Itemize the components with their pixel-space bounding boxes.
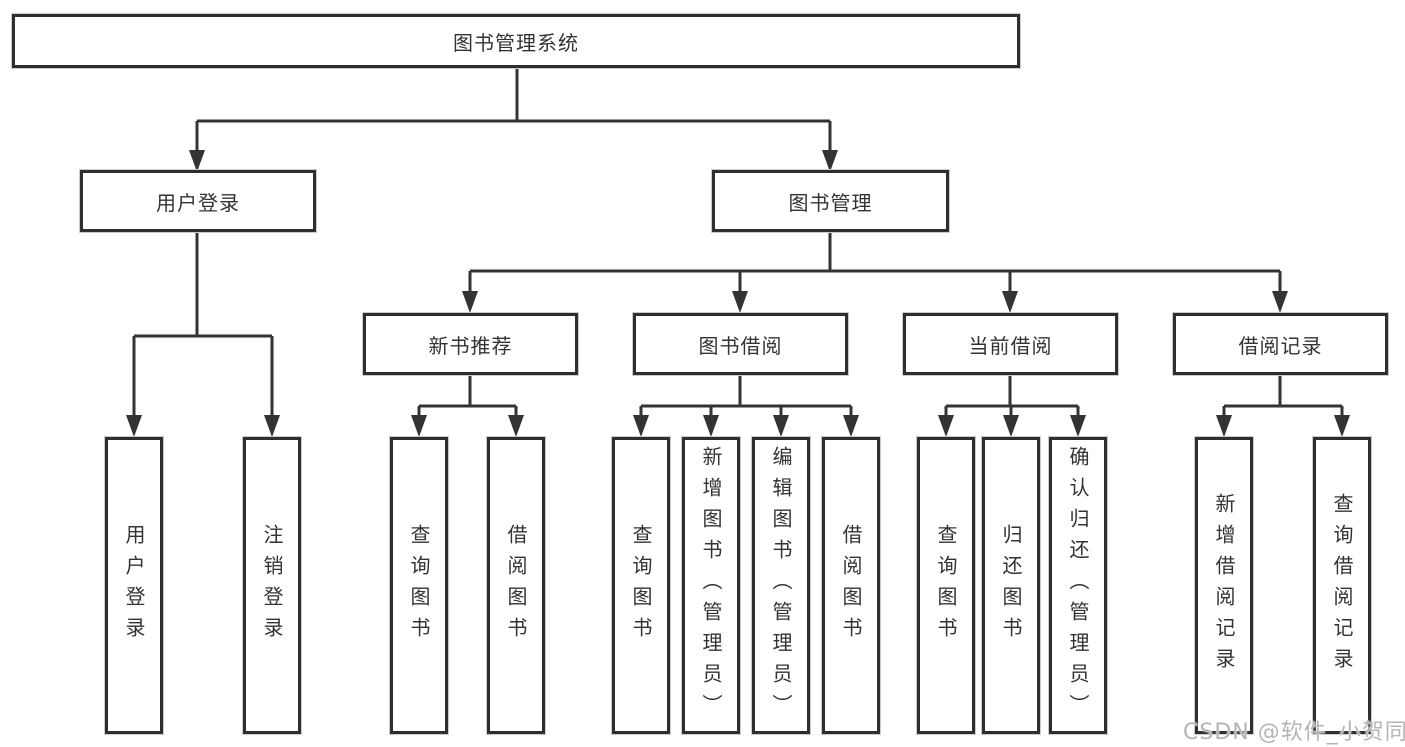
leaf-query-books-current: 查询图书 [917,437,975,734]
node-new-book-recommendation-label: 新书推荐 [428,333,513,358]
leaf-edit-book-admin-label: 编辑图书（管理员） [769,446,793,725]
leaf-add-book-admin-label: 新增图书（管理员） [699,446,723,725]
leaf-add-borrow-record: 新增借阅记录 [1195,437,1253,734]
leaf-logout: 注销登录 [243,437,301,734]
leaf-user-login: 用户登录 [105,437,163,734]
node-new-book-recommendation: 新书推荐 [363,313,578,375]
leaf-borrow-books-borrowing-label: 借阅图书 [839,523,863,648]
node-borrowing-records: 借阅记录 [1173,313,1388,375]
leaf-borrow-books-borrowing: 借阅图书 [822,437,880,734]
leaf-borrow-books-recommend-label: 借阅图书 [504,523,528,648]
leaf-confirm-return-admin: 确认归还（管理员） [1049,437,1107,734]
leaf-add-borrow-record-label: 新增借阅记录 [1212,492,1236,679]
leaf-user-login-label: 用户登录 [122,523,146,648]
leaf-query-books-borrowing-label: 查询图书 [629,523,653,648]
leaf-query-books-recommend-label: 查询图书 [407,523,431,648]
node-root-label: 图书管理系统 [453,30,579,55]
leaf-add-book-admin: 新增图书（管理员） [682,437,740,734]
leaf-edit-book-admin: 编辑图书（管理员） [752,437,810,734]
node-borrowing-records-label: 借阅记录 [1238,333,1323,358]
node-book-management-label: 图书管理 [788,190,873,215]
node-book-borrowing-label: 图书借阅 [698,333,783,358]
csdn-watermark: CSDN @软件_小贺同学 [1183,720,1405,745]
leaf-return-books-label: 归还图书 [999,523,1023,648]
node-user-login-label: 用户登录 [156,190,240,215]
leaf-borrow-books-recommend: 借阅图书 [487,437,545,734]
connector-path [132,68,1344,420]
leaf-query-borrow-record-label: 查询借阅记录 [1330,492,1354,679]
node-current-borrowing-label: 当前借阅 [968,333,1053,358]
node-user-login: 用户登录 [80,170,316,232]
leaf-logout-label: 注销登录 [260,523,284,648]
node-current-borrowing: 当前借阅 [903,313,1118,375]
node-book-borrowing: 图书借阅 [633,313,848,375]
leaf-confirm-return-admin-label: 确认归还（管理员） [1066,446,1090,725]
leaf-query-borrow-record: 查询借阅记录 [1313,437,1371,734]
leaf-query-books-current-label: 查询图书 [934,523,958,648]
leaf-query-books-borrowing: 查询图书 [612,437,670,734]
leaf-return-books: 归还图书 [982,437,1040,734]
arrowhead-icons [126,150,1350,437]
node-book-management: 图书管理 [712,170,949,232]
leaf-query-books-recommend: 查询图书 [390,437,448,734]
node-root: 图书管理系统 [12,14,1020,68]
